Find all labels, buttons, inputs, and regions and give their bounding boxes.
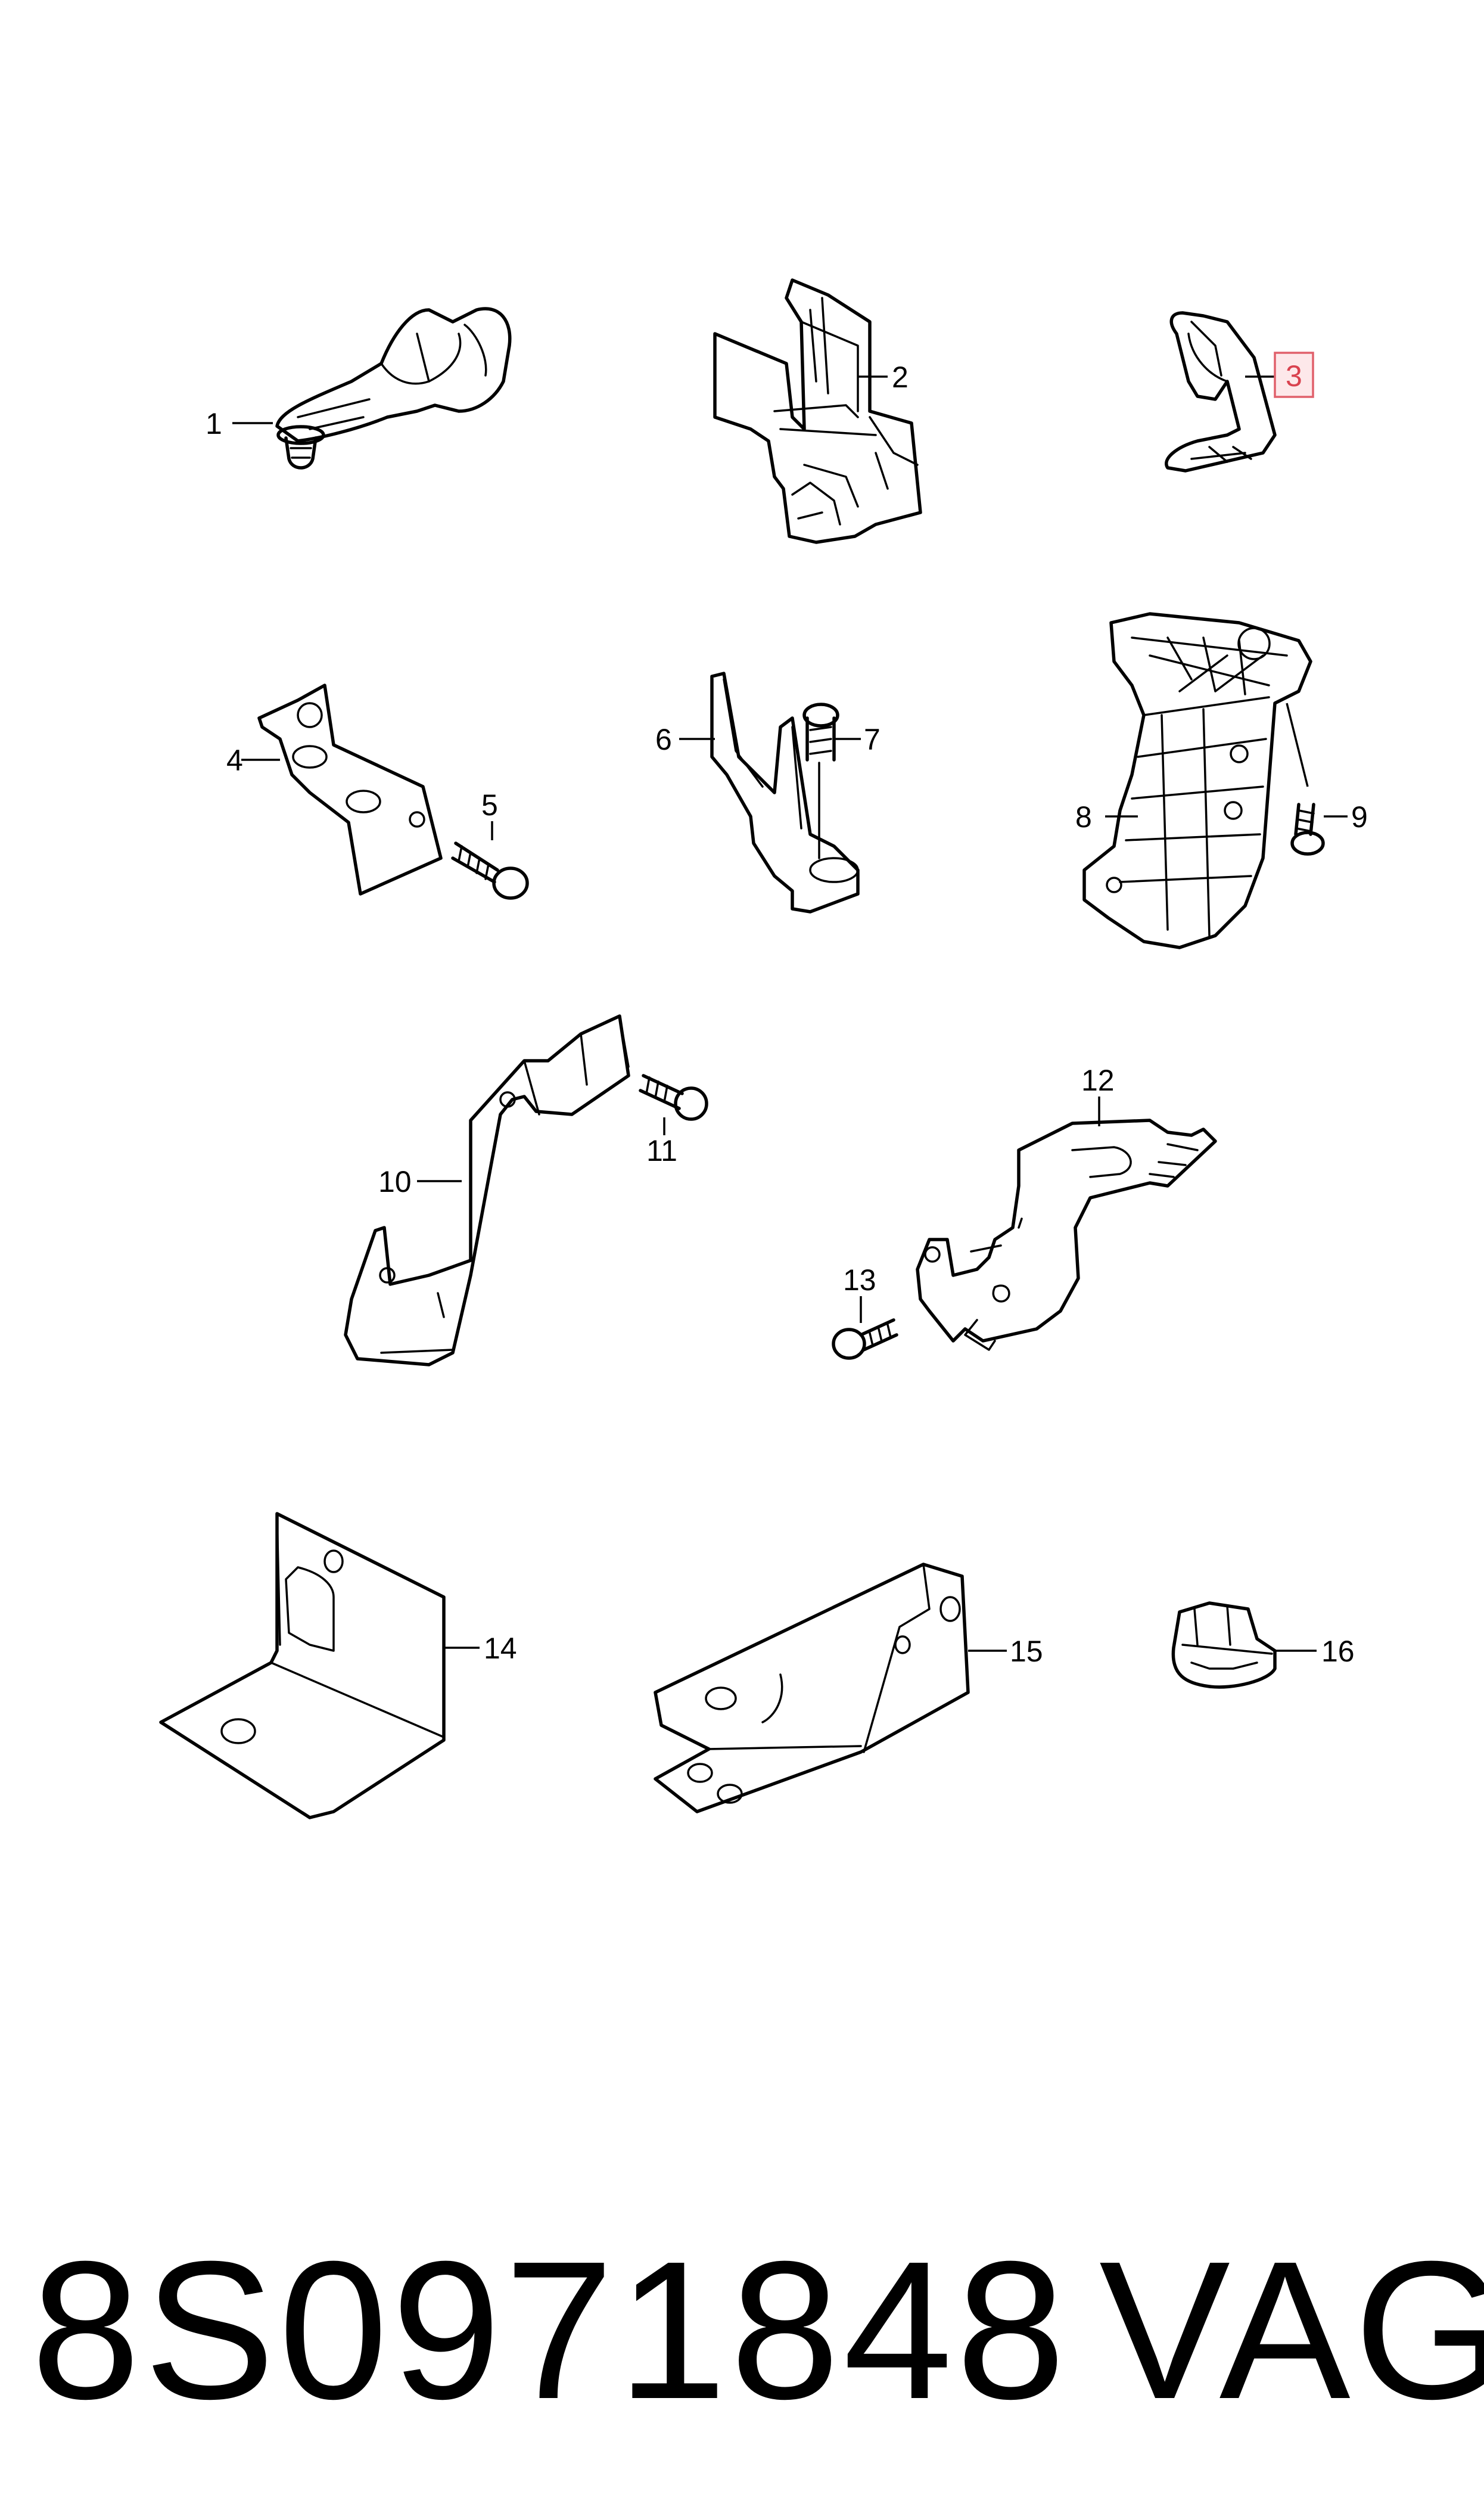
part-6-wire-bracket bbox=[710, 672, 860, 914]
callout-10: 10 bbox=[378, 1165, 412, 1198]
callout-1: 1 bbox=[206, 407, 222, 440]
callout-9: 9 bbox=[1351, 800, 1368, 834]
part-2-connector-bracket bbox=[713, 278, 922, 544]
part-8-lattice-holder bbox=[1082, 612, 1312, 949]
callout-12: 12 bbox=[1081, 1064, 1115, 1097]
part-7-screw bbox=[802, 703, 839, 859]
callout-14: 14 bbox=[484, 1632, 517, 1665]
brand-name: VAG bbox=[1099, 2220, 1484, 2440]
callout-4: 4 bbox=[226, 744, 243, 777]
callout-13: 13 bbox=[843, 1263, 876, 1297]
part-13-screw bbox=[832, 1318, 898, 1360]
part-9-screw bbox=[1290, 803, 1325, 856]
footer: 8S0971848 VAG bbox=[0, 2205, 1484, 2455]
callout-16: 16 bbox=[1321, 1635, 1355, 1668]
part-11-screw bbox=[639, 1074, 708, 1121]
part-5-screw bbox=[451, 841, 529, 900]
callout-15: 15 bbox=[1010, 1635, 1043, 1668]
part-1-pipe-clip bbox=[275, 307, 512, 470]
part-10-long-bracket bbox=[344, 1014, 630, 1366]
callout-5: 5 bbox=[481, 788, 498, 822]
part-3-clip-holder bbox=[1165, 311, 1277, 473]
part-4-bent-bracket bbox=[257, 684, 443, 896]
callout-11: 11 bbox=[646, 1134, 677, 1167]
callout-7: 7 bbox=[864, 723, 881, 756]
part-15-stepped-plate bbox=[654, 1563, 970, 1813]
callout-6: 6 bbox=[655, 723, 672, 756]
callout-3: 3 bbox=[1286, 359, 1302, 393]
part-16-clip-nut bbox=[1171, 1601, 1277, 1689]
part-number: 8S0971848 bbox=[31, 2220, 1069, 2440]
part-14-l-plate bbox=[159, 1512, 446, 1819]
callout-8: 8 bbox=[1075, 800, 1092, 834]
callout-2: 2 bbox=[892, 361, 909, 394]
part-12-bracket bbox=[916, 1119, 1217, 1351]
